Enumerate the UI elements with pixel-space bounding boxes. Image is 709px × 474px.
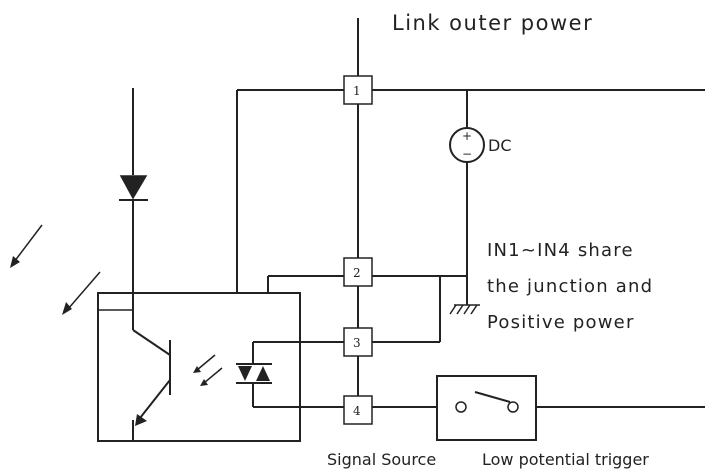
switch-contact-left: [455, 401, 467, 413]
dc-label: DC: [488, 136, 512, 155]
ground-icon: [449, 304, 480, 315]
emitter-arrow-icon: [135, 414, 147, 426]
optocoupler-box: [97, 292, 301, 442]
collector-diag: [132, 329, 171, 356]
trigger-switch-box: [436, 375, 537, 441]
switch-contact-right: [507, 401, 519, 413]
signal-source-label: Signal Source: [327, 450, 436, 469]
title-label: Link outer power: [392, 11, 593, 35]
note-line-3: Positive power: [487, 312, 635, 333]
terminal-3-label: 3: [353, 336, 361, 350]
terminal-3: [343, 327, 373, 357]
diode-icon: [119, 175, 148, 201]
terminal-1-label: 1: [353, 84, 361, 98]
note-line-2: the junction and: [487, 276, 653, 297]
low-trigger-label: Low potential trigger: [482, 450, 649, 469]
led-icon: [236, 363, 272, 384]
note-line-1: IN1~IN4 share: [487, 240, 634, 261]
terminal-2-label: 2: [353, 266, 361, 280]
terminal-1: [343, 75, 373, 105]
dc-minus-sign: −: [462, 147, 472, 161]
emitter-diag: [139, 379, 171, 419]
switch-lever-icon: [474, 391, 511, 403]
terminal-2: [343, 257, 373, 287]
dc-plus-sign: +: [462, 129, 472, 143]
terminal-4-label: 4: [353, 404, 361, 418]
external-light-arrows-icon: [10, 224, 101, 315]
light-arrows-icon: [193, 354, 223, 386]
terminal-4: [343, 395, 373, 425]
